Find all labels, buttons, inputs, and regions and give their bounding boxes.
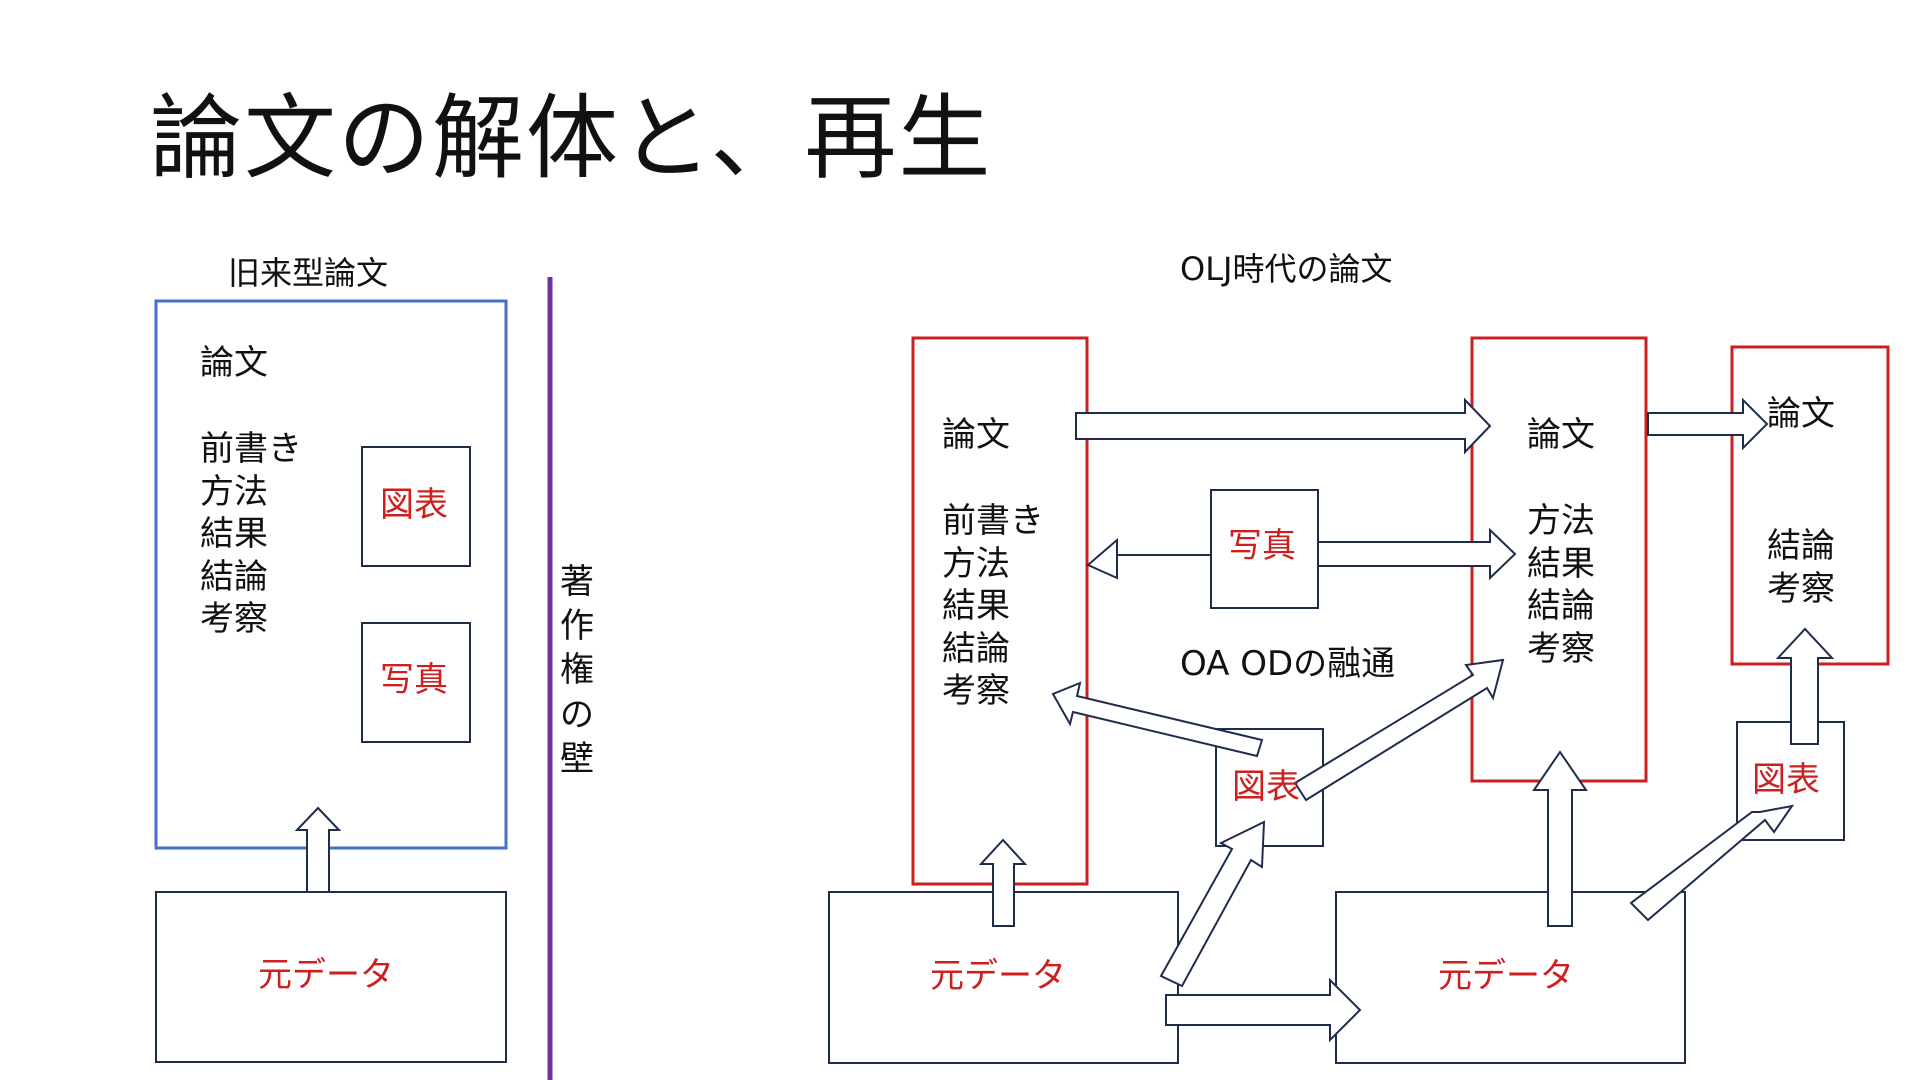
old-paper-heading: 旧来型論文: [228, 254, 389, 292]
olj-photo-label: 写真: [1228, 526, 1296, 566]
arrow-figure-right-to-paper3: [1775, 627, 1835, 745]
arrow-photo-to-paper2: [1317, 527, 1517, 581]
old-figure-label: 図表: [380, 485, 448, 525]
arrow-data1-to-data2: [1165, 977, 1362, 1043]
arrow-paper2-to-paper3: [1647, 397, 1769, 451]
old-raw-data-box: [155, 891, 507, 1063]
arrow-data1-to-paper1: [978, 838, 1028, 927]
olj-paper3-sections: 結論 考察: [1767, 526, 1835, 609]
olj-paper3-title: 論文: [1767, 394, 1835, 434]
arrow-figure-to-paper1: [1051, 681, 1264, 758]
olj-raw-data2-box: [1335, 891, 1686, 1064]
olj-raw-data1-label: 元データ: [930, 956, 1066, 996]
old-figure-box: [361, 446, 471, 567]
olj-paper2-title: 論文: [1527, 415, 1595, 455]
old-photo-box: [361, 622, 471, 743]
old-photo-label: 写真: [380, 660, 448, 700]
arrow-photo-to-paper1: [1086, 537, 1211, 580]
arrow-figure-to-paper2: [1293, 658, 1505, 802]
old-raw-data-label: 元データ: [258, 955, 394, 995]
olj-paper1-sections: 前書き 方法 結果 結論 考察: [942, 501, 1044, 711]
old-paper-sections: 前書き 方法 結果 結論 考察: [200, 429, 302, 639]
olj-figure-center-label: 図表: [1232, 767, 1300, 807]
arrow-data2-to-paper2: [1532, 750, 1588, 927]
olj-figure-right-label: 図表: [1752, 760, 1820, 800]
slide-title: 論文の解体と、再生: [150, 85, 993, 192]
olj-paper-heading: OLJ時代の論文: [1180, 250, 1393, 288]
olj-paper2-sections: 方法 結果 結論 考察: [1527, 501, 1595, 669]
arrow-data2-to-figure-right: [1629, 804, 1795, 922]
olj-paper1-title: 論文: [942, 415, 1010, 455]
oa-od-caption: OA ODの融通: [1180, 644, 1396, 684]
old-paper-title: 論文: [200, 343, 268, 383]
arrow-data1-to-figure: [1159, 820, 1266, 988]
arrow-paper1-to-paper2: [1075, 397, 1492, 455]
copyright-wall-label: 著作権の壁: [560, 562, 594, 779]
olj-raw-data2-label: 元データ: [1438, 956, 1574, 996]
old-paper-box: [154, 299, 508, 850]
old-data-to-paper-arrow: [294, 806, 342, 893]
